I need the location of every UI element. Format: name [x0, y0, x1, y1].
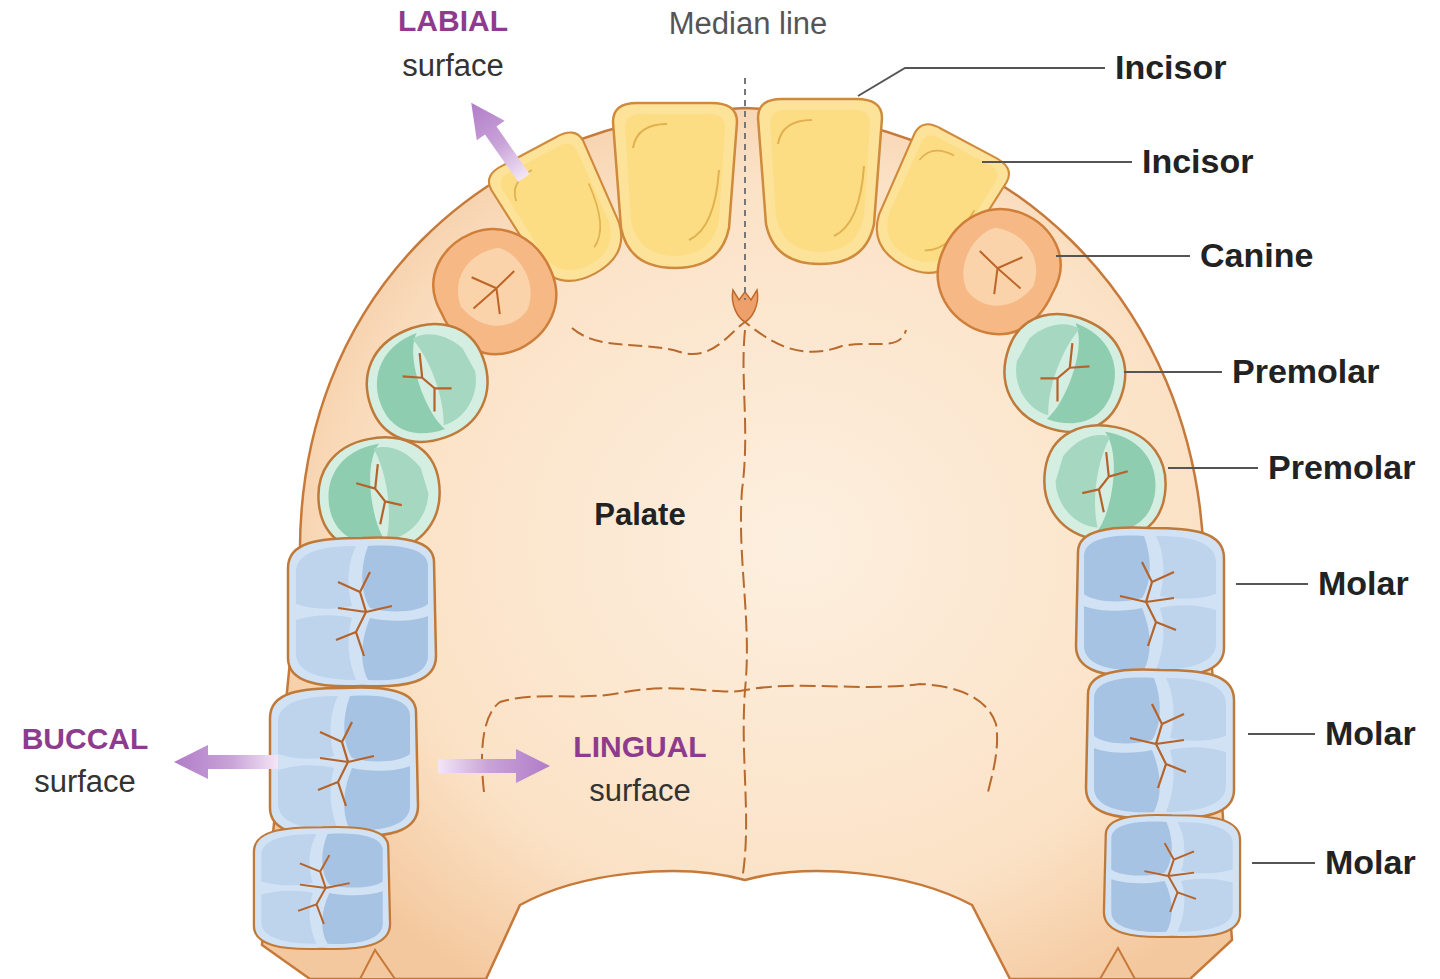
palate-bone [262, 108, 1232, 979]
incisive-suture [572, 322, 906, 354]
surface-name: LABIAL [398, 4, 508, 37]
tooth-label: Incisor [1115, 49, 1226, 86]
transverse-suture [482, 684, 997, 792]
molar-tooth [1076, 528, 1224, 677]
tooth-label: Premolar [1232, 353, 1379, 390]
median-palatine-suture [741, 330, 747, 880]
leader-line [858, 68, 1105, 96]
median-line [744, 78, 746, 300]
tooth-label: Canine [1200, 237, 1313, 274]
direction-arrow [174, 745, 278, 779]
leader-line [982, 161, 1132, 163]
molar-tooth [254, 827, 390, 949]
direction-arrow [438, 749, 550, 783]
tooth-label: Molar [1318, 565, 1409, 602]
leader-line [1252, 862, 1315, 864]
leader-line [1056, 255, 1190, 257]
molar-tooth [1086, 670, 1234, 819]
tooth-label: Molar [1325, 715, 1416, 752]
molar-tooth [270, 688, 418, 837]
surface-word: surface [402, 49, 504, 83]
bone-process [360, 948, 1135, 979]
surface-word: surface [34, 765, 136, 799]
surface-name: LINGUAL [573, 730, 706, 763]
leader-line [1236, 583, 1308, 585]
premolar-tooth [351, 309, 505, 458]
molar-tooth [288, 538, 436, 687]
leader-line [1168, 467, 1258, 469]
tooth-label: Molar [1325, 844, 1416, 881]
axis-label: Median line [669, 7, 828, 41]
surface-name: BUCCAL [22, 722, 149, 755]
molar-tooth [1104, 815, 1240, 937]
incisive-papilla [732, 290, 757, 322]
leader-line [1248, 733, 1315, 735]
central-incisor [613, 103, 737, 268]
direction-arrow [457, 93, 538, 188]
tooth-label: Premolar [1268, 449, 1415, 486]
central-incisor [758, 99, 882, 264]
region-label: Palate [594, 498, 685, 532]
tooth-label: Incisor [1142, 143, 1253, 180]
premolar-tooth [988, 299, 1142, 448]
surface-word: surface [589, 774, 691, 808]
leader-line [1124, 371, 1222, 373]
